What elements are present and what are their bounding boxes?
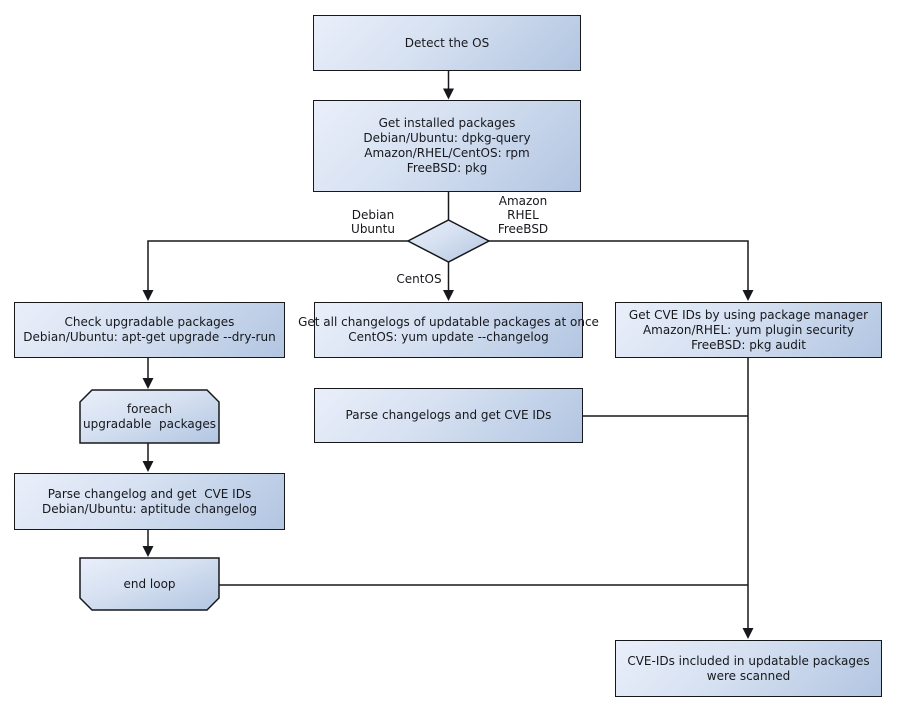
node-get-installed-packages: Get installed packages Debian/Ubuntu: dp… bbox=[313, 100, 581, 192]
arrowhead bbox=[742, 628, 754, 639]
edge-decision-to-left bbox=[147, 240, 408, 290]
node-parse-changelog-left: Parse changelog and get CVE IDs Debian/U… bbox=[14, 473, 285, 530]
arrowhead bbox=[142, 290, 154, 301]
arrowhead bbox=[443, 88, 454, 100]
arrowhead bbox=[142, 378, 154, 389]
arrowhead bbox=[742, 290, 754, 301]
edge-decision-to-right bbox=[489, 240, 749, 290]
os-decision-diamond bbox=[406, 219, 491, 263]
arrowhead bbox=[142, 546, 154, 557]
arrowhead bbox=[142, 461, 154, 472]
edge-label-amazon-rhel-freebsd: Amazon RHEL FreeBSD bbox=[497, 194, 549, 236]
node-parse-changelogs-middle: Parse changelogs and get CVE IDs bbox=[314, 388, 583, 443]
end-loop-shape bbox=[79, 557, 220, 611]
edge-label-debian-ubuntu: Debian Ubuntu bbox=[351, 208, 395, 236]
edge-label-centos: CentOS bbox=[396, 272, 442, 286]
node-get-cve-ids-package-manager: Get CVE IDs by using package manager Ama… bbox=[615, 302, 882, 358]
foreach-loop-shape bbox=[79, 389, 220, 444]
node-detect-os: Detect the OS bbox=[313, 15, 581, 71]
arrowhead bbox=[443, 290, 454, 301]
node-get-all-changelogs: Get all changelogs of updatable packages… bbox=[298, 302, 599, 358]
node-check-upgradable-packages: Check upgradable packages Debian/Ubuntu:… bbox=[14, 302, 285, 358]
node-cve-ids-scanned: CVE-IDs included in updatable packages w… bbox=[615, 640, 882, 697]
